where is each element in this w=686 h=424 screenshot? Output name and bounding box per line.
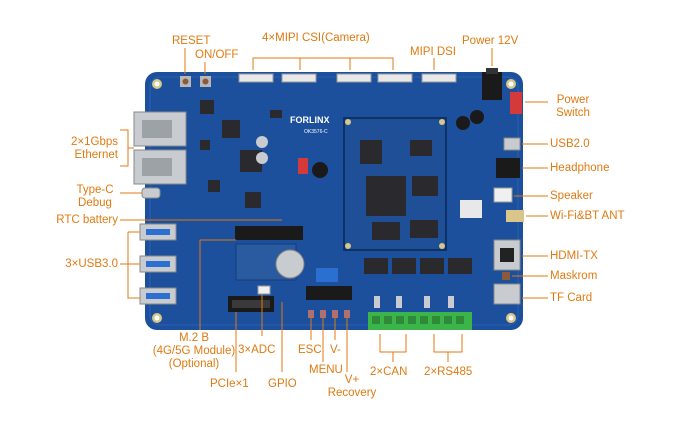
vplus-label-line1: V+ xyxy=(344,374,360,386)
wifi-antenna-connector xyxy=(506,210,524,222)
gpio-header xyxy=(306,286,352,300)
mipi-csi-3 xyxy=(336,73,372,83)
maskrom-label: Maskrom xyxy=(550,270,598,282)
vminus-label: V- xyxy=(330,344,341,356)
vminus-key xyxy=(332,310,338,318)
vplus-key xyxy=(344,310,350,318)
ethernet-label-line2: Ethernet xyxy=(74,149,118,161)
ethernet-label-line1: 2×1Gbps xyxy=(71,136,118,148)
wifi-bt-label: Wi-Fi&BT ANT xyxy=(550,210,625,222)
ethernet-label: 2×1Gbps Ethernet xyxy=(40,136,118,162)
esc-key xyxy=(308,310,314,318)
typec-port xyxy=(141,187,161,199)
power-switch-label-line1: Power xyxy=(556,94,590,106)
headphone-jack xyxy=(496,158,520,178)
power-jack xyxy=(482,72,502,100)
m2-label-line2: (4G/5G Module) xyxy=(152,345,236,357)
usb30-label: 3×USB3.0 xyxy=(65,258,118,270)
esc-label: ESC xyxy=(298,344,322,356)
onoff-label: ON/OFF xyxy=(195,49,239,61)
brand-text: FORLINX xyxy=(290,115,330,125)
reset-label: RESET xyxy=(172,35,211,47)
rtc-battery xyxy=(275,249,305,279)
vplus-label-line2: Recovery xyxy=(327,387,377,399)
m2-label-line1: M.2 B xyxy=(178,332,210,344)
rtc-battery-label: RTC battery xyxy=(56,214,118,226)
pcie-label: PCIe×1 xyxy=(210,378,249,390)
tf-card-label: TF Card xyxy=(550,292,593,304)
model-text: OK3576-C xyxy=(304,129,328,135)
hdmi-tx-label: HDMI-TX xyxy=(550,250,598,262)
mipi-csi-2 xyxy=(281,73,317,83)
power-switch-label: Power Switch xyxy=(549,94,597,120)
mipi-csi-label: 4×MIPI CSI(Camera) xyxy=(262,32,370,44)
speaker-connector xyxy=(493,187,513,203)
can-label: 2×CAN xyxy=(370,366,408,378)
adc-label: 3×ADC xyxy=(238,344,276,356)
maskrom-button xyxy=(502,272,510,280)
adc-connector xyxy=(257,285,271,295)
m2-label-line3: (Optional) xyxy=(168,358,220,370)
m2-label: M.2 B (4G/5G Module) (Optional) xyxy=(146,332,242,371)
typec-label-line1: Type-C xyxy=(76,184,114,196)
usb20-label: USB2.0 xyxy=(550,138,590,150)
mipi-dsi-label: MIPI DSI xyxy=(410,46,457,58)
power-switch-label-line2: Switch xyxy=(556,107,590,119)
mipi-dsi xyxy=(421,73,457,83)
power-switch xyxy=(510,92,522,114)
mipi-csi-1 xyxy=(238,73,274,83)
m2-slot xyxy=(235,226,303,240)
speaker-label: Speaker xyxy=(550,190,593,202)
tf-card-slot xyxy=(493,283,521,305)
vplus-label: V+ Recovery xyxy=(326,374,378,400)
gpio-label: GPIO xyxy=(268,378,297,390)
headphone-label: Headphone xyxy=(550,162,610,174)
soc-chip xyxy=(366,176,406,216)
typec-label: Type-C Debug xyxy=(72,184,118,210)
power12v-label: Power 12V xyxy=(462,35,519,47)
menu-label: MENU xyxy=(309,364,343,376)
rs485-label: 2×RS485 xyxy=(424,366,473,378)
typec-label-line2: Debug xyxy=(78,197,112,209)
usb2-port xyxy=(503,137,521,151)
mipi-csi-4 xyxy=(377,73,413,83)
menu-key xyxy=(320,310,326,318)
